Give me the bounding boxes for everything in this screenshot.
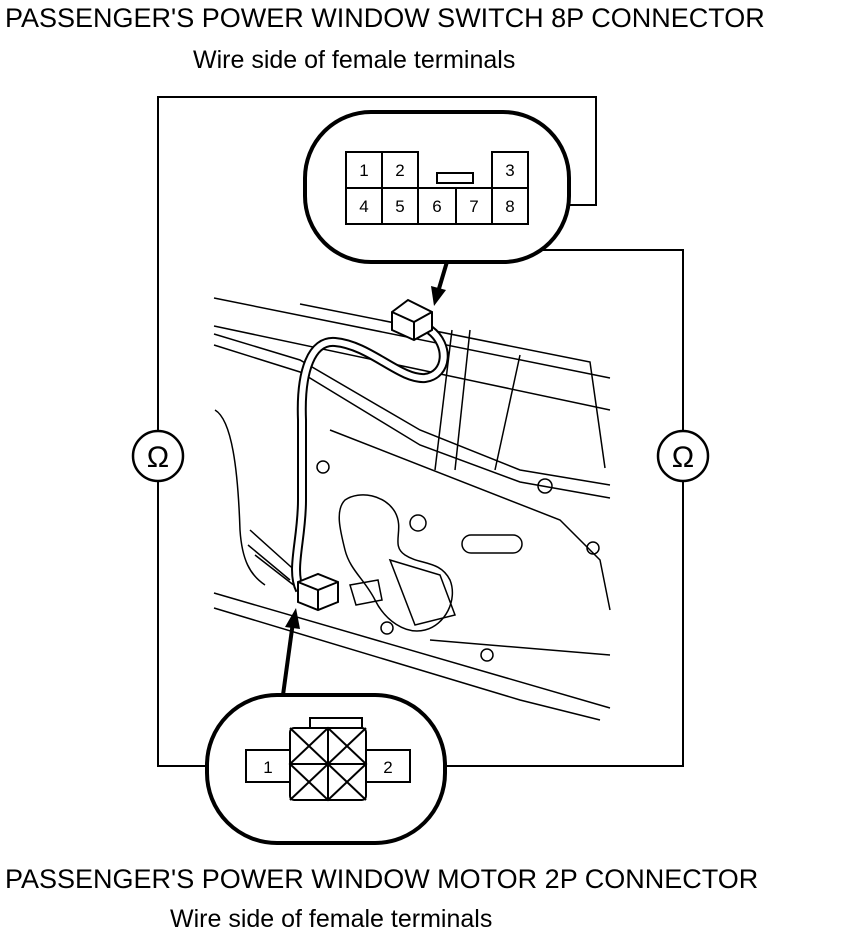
harness-connectors [297,298,433,612]
switch-pin-2: 2 [395,161,404,180]
bottom-connector-subtitle: Wire side of female terminals [170,905,492,933]
door-illustration [213,297,611,721]
ohmmeter-left-ring [131,429,185,483]
ohmmeter-left: Ω [131,429,185,483]
wire-right-loop [404,223,684,767]
switch-pin-3: 3 [505,161,514,180]
motor-pin-2: 2 [383,758,392,777]
top-connector-subtitle: Wire side of female terminals [193,46,515,74]
switch-pin-cell-1 [345,151,383,189]
switch-pin-cell-8 [491,187,529,225]
motor-pin-tab-2 [365,749,411,783]
wire-left-loop [157,96,597,767]
ohmmeter-right-ring [656,429,710,483]
top-connector-title: PASSENGER'S POWER WINDOW SWITCH 8P CONNE… [5,3,765,33]
switch-connector-latch [436,172,474,184]
switch-pin-cell-3 [491,151,529,189]
switch-pin-6: 6 [432,197,441,216]
ohmmeter-right: Ω [656,429,710,483]
motor-2p-connector: 1 2 [205,693,447,845]
switch-pin-1: 1 [359,161,368,180]
wire-harness [291,326,449,593]
switch-8p-connector: 1 2 3 4 5 6 7 8 [303,110,571,264]
switch-pin-7: 7 [469,197,478,216]
motor-connector-latch [309,717,363,729]
motor-pin-1: 1 [263,758,272,777]
ohm-symbol-right: Ω [672,441,694,474]
switch-pin-8: 8 [505,197,514,216]
bottom-connector-title: PASSENGER'S POWER WINDOW MOTOR 2P CONNEC… [5,864,758,894]
ohm-symbol-left: Ω [147,441,169,474]
arrow-to-motor-connector [281,621,295,696]
motor-pin-tab-1 [245,749,291,783]
switch-pin-4: 4 [359,197,368,216]
switch-pin-5: 5 [395,197,404,216]
